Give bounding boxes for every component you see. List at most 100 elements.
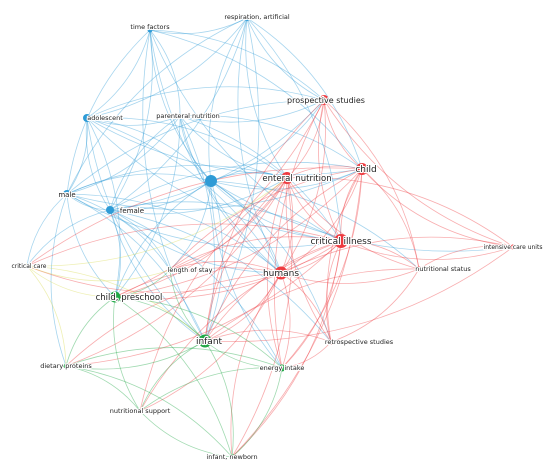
link-prospective-studies-child: [323, 99, 363, 170]
label-critical-illness: critical illness: [310, 237, 371, 247]
label-humans: humans: [263, 269, 299, 279]
link-critical-illness-intensive-care-units: [340, 240, 514, 260]
link-infant-energy-intake: [204, 340, 283, 369]
link-blue-hub-retrospective-studies: [210, 180, 332, 343]
link-enteral-nutrition-infant-newborn: [231, 177, 293, 458]
link-humans-nutritional-status: [280, 268, 420, 284]
node-infant-newborn[interactable]: [229, 454, 235, 460]
node-male[interactable]: [63, 190, 71, 198]
link-female-critical-care: [26, 209, 111, 267]
label-dietary-proteins: dietary proteins: [40, 362, 92, 370]
link-critical-illness-infant-newborn: [231, 240, 342, 458]
link-critical-illness-retrospective-studies: [325, 240, 342, 343]
link-infant-infant-newborn: [204, 340, 234, 458]
node-blue-hub[interactable]: [205, 175, 217, 187]
link-adolescent-infant: [86, 117, 206, 342]
label-adolescent: adolescent: [87, 114, 123, 122]
node-energy-intake[interactable]: [278, 364, 286, 372]
label-nutritional-support: nutritional support: [110, 407, 171, 415]
link-child-critical-care: [26, 167, 363, 267]
link-adolescent-enteral-nutrition: [86, 117, 288, 179]
link-humans-energy-intake: [280, 272, 291, 369]
link-respiration-artificial-critical-illness: [246, 17, 342, 242]
link-adolescent-child: [86, 117, 363, 176]
node-female[interactable]: [106, 206, 114, 214]
link-male-length-of-stay: [66, 193, 171, 271]
node-humans[interactable]: [274, 266, 288, 280]
link-nutritional-status-infant: [204, 268, 420, 342]
link-male-critical-care: [26, 193, 68, 267]
link-blue-hub-humans: [210, 180, 282, 274]
link-prospective-studies-enteral-nutrition: [286, 99, 325, 179]
node-infant[interactable]: [198, 334, 212, 348]
link-dietary-proteins-nutritional-support: [65, 365, 141, 412]
link-blue-hub-length-of-stay: [169, 180, 212, 271]
link-prospective-studies-child-preschool: [114, 99, 325, 298]
label-length-of-stay: length of stay: [168, 266, 213, 274]
node-child-preschool[interactable]: [109, 291, 121, 303]
node-adolescent[interactable]: [83, 114, 91, 122]
link-female-child: [109, 161, 363, 211]
link-time-factors-humans: [149, 29, 282, 274]
link-adolescent-humans: [86, 117, 282, 274]
link-female-child-preschool: [109, 209, 121, 298]
link-blue-hub-intensive-care-units: [210, 180, 514, 252]
node-child[interactable]: [356, 163, 368, 175]
link-child-preschool-dietary-proteins: [65, 296, 116, 367]
node-parenteral-nutrition[interactable]: [177, 113, 183, 119]
link-respiration-artificial-male: [66, 17, 248, 195]
link-energy-intake-infant-newborn: [231, 367, 283, 458]
label-time-factors: time factors: [130, 23, 170, 31]
link-prospective-studies-infant: [204, 99, 325, 342]
link-adolescent-critical-illness: [86, 117, 342, 242]
link-time-factors-critical-illness: [149, 29, 342, 242]
link-humans-length-of-stay: [169, 261, 282, 274]
link-enteral-nutrition-humans: [280, 177, 294, 274]
node-retrospective-studies[interactable]: [328, 339, 334, 345]
link-critical-illness-dietary-proteins: [65, 240, 342, 367]
node-nutritional-status[interactable]: [416, 266, 422, 272]
node-critical-care[interactable]: [24, 263, 30, 269]
link-child-humans: [280, 168, 363, 274]
link-parenteral-nutrition-infant: [179, 115, 216, 342]
link-time-factors-child: [149, 29, 363, 170]
link-energy-intake-nutritional-support: [139, 367, 283, 412]
link-child-infant-newborn: [231, 168, 363, 458]
link-time-factors-male: [66, 29, 151, 195]
link-respiration-artificial-female: [109, 17, 248, 211]
node-critical-illness[interactable]: [334, 234, 348, 248]
node-dietary-proteins[interactable]: [63, 363, 69, 369]
link-nutritional-support-infant-newborn: [139, 410, 233, 458]
node-respiration-artificial[interactable]: [244, 15, 250, 21]
link-blue-hub-energy-intake: [210, 180, 283, 369]
link-nutritional-status-retrospective-studies: [330, 268, 420, 343]
node-nutritional-support[interactable]: [137, 408, 143, 414]
label-enteral-nutrition: enteral nutrition: [262, 174, 331, 184]
link-male-dietary-proteins: [50, 193, 68, 367]
node-prospective-studies[interactable]: [319, 95, 329, 105]
node-intensive-care-units[interactable]: [510, 244, 516, 250]
link-male-blue-hub: [66, 173, 212, 195]
node-time-factors[interactable]: [147, 27, 153, 33]
link-parenteral-nutrition-child: [179, 115, 363, 170]
label-parenteral-nutrition: parenteral nutrition: [156, 112, 220, 120]
link-blue-hub-prospective-studies: [210, 99, 325, 182]
link-critical-illness-length-of-stay: [169, 236, 342, 271]
link-male-child: [66, 168, 363, 210]
node-length-of-stay[interactable]: [167, 267, 173, 273]
link-enteral-nutrition-child-preschool: [114, 177, 288, 298]
label-critical-care: critical care: [11, 263, 46, 270]
link-prospective-studies-nutritional-status: [323, 99, 420, 270]
link-child-infant: [204, 168, 363, 342]
link-child-critical-illness: [340, 168, 363, 242]
link-adolescent-prospective-studies: [86, 86, 325, 119]
link-humans-dietary-proteins: [65, 272, 282, 367]
link-male-female: [66, 193, 111, 211]
link-adolescent-female: [85, 117, 111, 211]
label-infant: infant: [196, 337, 223, 347]
node-enteral-nutrition[interactable]: [281, 172, 293, 184]
link-humans-critical-care: [26, 265, 282, 293]
link-critical-care-infant: [26, 265, 206, 342]
